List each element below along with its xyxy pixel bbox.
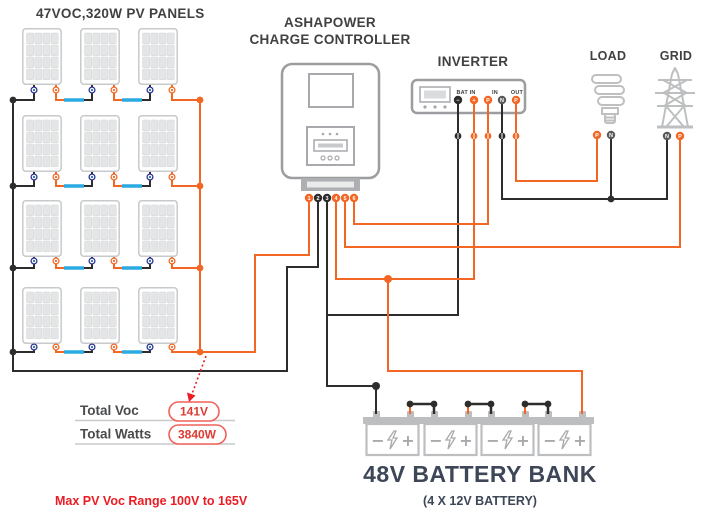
inverter-out-label: OUT <box>511 90 524 96</box>
wire-pv-positive <box>199 100 310 353</box>
battery-bank-title: 48V BATTERY BANK <box>363 461 597 487</box>
inverter-terminal-bat-plus: + <box>472 98 475 104</box>
pv-panel <box>81 288 119 343</box>
grid-title: GRID <box>660 49 692 63</box>
pv-panel <box>81 201 119 256</box>
controller-terminal-4: 4 <box>334 196 338 202</box>
connector-dots <box>454 132 520 140</box>
wire-battery-positive <box>387 279 583 414</box>
battery-1 <box>363 411 422 455</box>
wire-pv-negative <box>12 100 319 372</box>
wire-inverter-in-phase <box>353 102 489 225</box>
pv-panel-grid <box>23 29 177 343</box>
wire-load-phase <box>515 102 598 182</box>
wire-neutral <box>501 102 668 200</box>
inverter-terminal-in-n: N <box>500 98 504 104</box>
inverter-in-label: IN <box>492 90 498 96</box>
wire-inverter-bat-positive <box>335 102 475 280</box>
inverter: BAT IN IN OUT <box>410 78 527 115</box>
wire-grid-phase <box>344 138 681 248</box>
pv-panel <box>81 116 119 171</box>
controller-title-line1: ASHAPOWER <box>284 15 376 30</box>
pv-panel <box>139 29 177 84</box>
pv-panel <box>139 288 177 343</box>
pv-string-row-1 <box>13 85 200 102</box>
load-terminal-p: P <box>595 133 599 139</box>
voc-range-warning: Max PV Voc Range 100V to 165V <box>55 494 248 508</box>
grid-terminal-p: P <box>678 134 682 140</box>
inverter-terminal-in-p: P <box>486 98 490 104</box>
inverter-terminal-out-p: P <box>514 98 518 104</box>
pv-panel <box>23 116 61 171</box>
pv-panel <box>23 29 61 84</box>
controller-terminal-5: 5 <box>343 196 346 202</box>
controller-title-line2: CHARGE CONTROLLER <box>249 32 410 47</box>
pv-panel <box>81 29 119 84</box>
total-watts-value: 3840W <box>178 428 217 442</box>
battery-2 <box>421 411 480 455</box>
load-title: LOAD <box>590 49 627 63</box>
pv-array-title: 47VOC,320W PV PANELS <box>36 6 205 21</box>
inverter-terminals: − + P N P <box>453 95 521 105</box>
wire-inverter-bat-negative <box>327 102 459 316</box>
pv-panel <box>23 288 61 343</box>
grid-terminal-n: N <box>665 134 669 140</box>
battery-bank <box>363 411 594 455</box>
load-grid-terminals: P N N P <box>592 130 685 141</box>
controller-terminals: 1 2 3 4 5 6 <box>304 193 359 203</box>
controller-terminal-2: 2 <box>316 196 319 202</box>
inverter-bat-in-label: BAT IN <box>456 90 475 96</box>
total-watts-box <box>168 424 227 445</box>
total-voc-value: 141V <box>180 405 208 419</box>
controller-terminal-1: 1 <box>307 196 310 202</box>
grid-tower-icon <box>655 67 695 129</box>
total-voc-label: Total Voc <box>80 403 139 418</box>
battery-jumpers <box>406 400 552 414</box>
controller-terminal-3: 3 <box>325 196 328 202</box>
battery-bank-subtitle: (4 X 12V BATTERY) <box>423 494 537 508</box>
inverter-title: INVERTER <box>438 54 509 69</box>
charge-controller <box>280 62 381 191</box>
pv-panel <box>23 201 61 256</box>
pv-panel <box>139 201 177 256</box>
load-bulb-icon <box>591 74 625 124</box>
pv-string-row-2 <box>13 172 200 188</box>
total-voc-box <box>168 401 220 422</box>
battery-4 <box>535 411 594 455</box>
total-watts-label: Total Watts <box>80 427 151 442</box>
battery-3 <box>478 411 537 455</box>
voc-pointer-arrow <box>187 355 207 402</box>
pv-panel <box>139 116 177 171</box>
load-terminal-n: N <box>609 133 613 139</box>
controller-terminal-6: 6 <box>352 196 355 202</box>
pv-string-row-4 <box>13 343 200 354</box>
junction-dots <box>9 96 615 390</box>
wire-battery-negative <box>326 202 377 414</box>
inverter-terminal-bat-minus: − <box>456 98 459 104</box>
totals-table: Total Voc 141V Total Watts 3840W <box>75 401 235 445</box>
pv-string-row-3 <box>13 257 200 270</box>
